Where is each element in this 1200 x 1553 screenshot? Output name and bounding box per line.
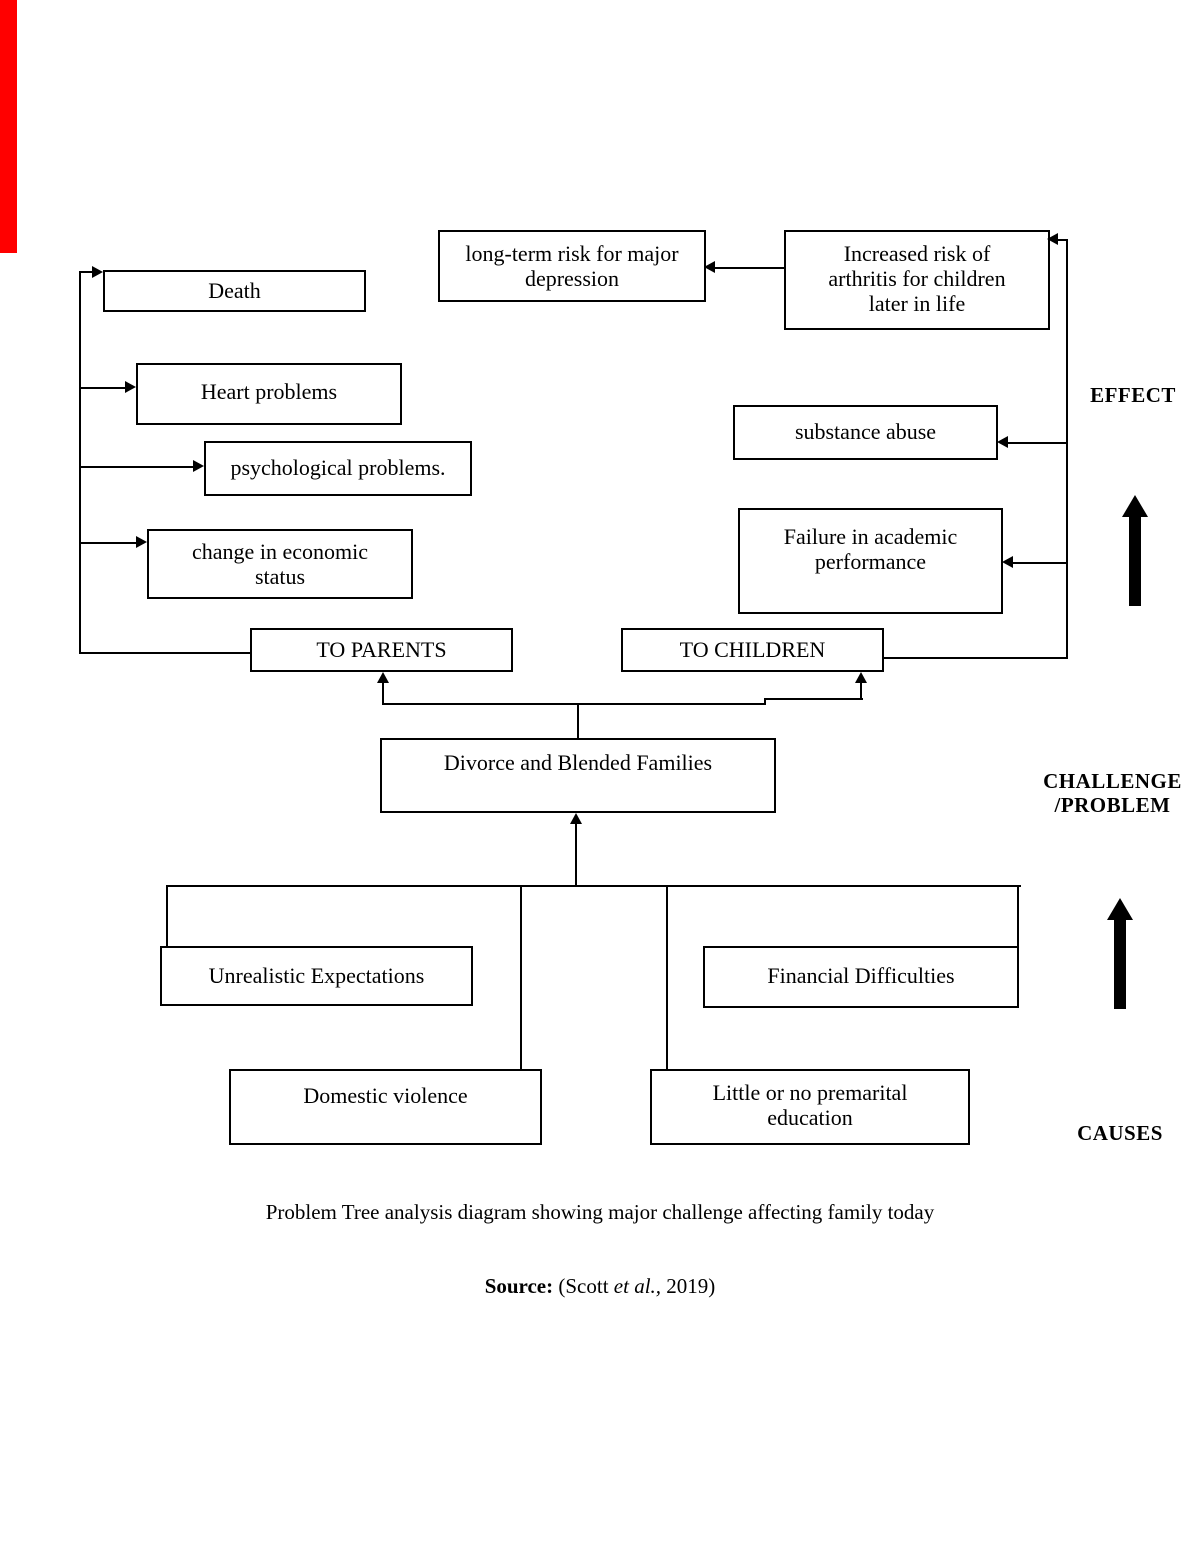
box-psychological-problems-label: psychological problems. [230, 455, 446, 480]
death-connector-line [79, 271, 92, 273]
box-change-economic-status-label: change in economic status [192, 539, 368, 589]
box-psychological-problems: psychological problems. [204, 441, 472, 496]
box-domestic-violence-label: Domestic violence [303, 1083, 468, 1108]
to-parents-stub-line [382, 682, 384, 705]
causes-right-line [1017, 885, 1019, 948]
challenge-label-line2: /PROBLEM [1054, 793, 1171, 817]
causes-mid-right-line [666, 885, 668, 1071]
red-accent-bar [0, 0, 17, 253]
box-heart-problems-label: Heart problems [200, 379, 338, 404]
box-change-economic-status: change in economic status [147, 529, 413, 599]
source-after-italic: 2019) [661, 1274, 716, 1298]
under-row-line-left [382, 703, 766, 705]
substance-connector-line [1008, 442, 1068, 444]
heart-connector-line [79, 387, 125, 389]
box-heart-problems: Heart problems [136, 363, 402, 425]
box-to-children: TO CHILDREN [621, 628, 884, 672]
challenge-label-line1: CHALLENGE [1043, 769, 1182, 793]
box-financial-difficulties-label: Financial Difficulties [767, 963, 955, 988]
box-financial-difficulties: Financial Difficulties [703, 946, 1019, 1008]
box-unrealistic-expectations: Unrealistic Expectations [160, 946, 473, 1006]
failure-arrowhead-icon [1002, 556, 1013, 568]
under-row-jog-line [764, 700, 766, 705]
box-arthritis-risk-label: Increased risk of arthritis for children… [828, 241, 1006, 316]
divorce-top-drop-line [577, 703, 579, 740]
box-premarital-education: Little or no premarital education [650, 1069, 970, 1145]
box-arthritis-risk: Increased risk of arthritis for children… [784, 230, 1050, 330]
depression-arrowhead-icon [704, 261, 715, 273]
effect-up-arrow-shaft [1129, 516, 1141, 606]
source-line: Source: (Scott et al., 2019) [0, 1274, 1200, 1299]
box-to-parents-label: TO PARENTS [316, 637, 447, 662]
box-unrealistic-expectations-label: Unrealistic Expectations [208, 963, 425, 988]
causes-up-arrow-shaft [1114, 919, 1126, 1009]
death-arrowhead-icon [92, 266, 103, 278]
econ-connector-line [79, 542, 136, 544]
causes-label: CAUSES [1077, 1121, 1163, 1145]
to-parents-arrowhead-icon [377, 672, 389, 683]
to-children-stub-line [860, 682, 862, 700]
box-premarital-education-label: Little or no premarital education [712, 1080, 908, 1130]
divorce-arrowhead-icon [570, 813, 582, 824]
box-longterm-depression-risk: long-term risk for major depression [438, 230, 706, 302]
causes-left-line [166, 885, 168, 948]
box-divorce-blended-families-label: Divorce and Blended Families [443, 750, 713, 775]
causes-up-arrow-icon [1107, 898, 1133, 920]
source-prefix: Source: [484, 1274, 554, 1298]
box-to-children-label: TO CHILDREN [679, 637, 826, 662]
substance-arrowhead-icon [997, 436, 1008, 448]
to-children-feed-line [884, 657, 1068, 659]
right-spine-line [1066, 239, 1068, 658]
box-academic-failure: Failure in academic performance [738, 508, 1003, 614]
box-divorce-blended-families: Divorce and Blended Families [380, 738, 776, 813]
effect-up-arrow-icon [1122, 495, 1148, 517]
box-domestic-violence: Domestic violence [229, 1069, 542, 1145]
causes-top-line [166, 885, 1021, 887]
econ-arrowhead-icon [136, 536, 147, 548]
challenge-problem-label: CHALLENGE /PROBLEM [1030, 769, 1195, 817]
to-children-arrowhead-icon [855, 672, 867, 683]
to-parents-feed-line [79, 652, 252, 654]
heart-arrowhead-icon [125, 381, 136, 393]
psych-arrowhead-icon [193, 460, 204, 472]
arthritis-arrowhead-icon [1047, 233, 1058, 245]
causes-to-divorce-line [575, 823, 577, 887]
arthritis-connector-line [1058, 239, 1068, 241]
failure-connector-line [1013, 562, 1068, 564]
box-substance-abuse-label: substance abuse [794, 419, 937, 444]
left-spine-line [79, 272, 81, 654]
box-death: Death [103, 270, 366, 312]
source-italic: et al., [613, 1274, 662, 1298]
under-row-line-right [764, 698, 863, 700]
box-death-label: Death [208, 278, 261, 303]
box-to-parents: TO PARENTS [250, 628, 513, 672]
psych-connector-line [79, 466, 193, 468]
effect-label: EFFECT [1090, 383, 1176, 407]
diagram-caption: Problem Tree analysis diagram showing ma… [265, 1200, 935, 1224]
arthritis-to-depression-line [715, 267, 784, 269]
box-substance-abuse: substance abuse [733, 405, 998, 460]
box-longterm-depression-risk-label: long-term risk for major depression [465, 241, 679, 291]
causes-mid-left-line [520, 885, 522, 1071]
source-before-italic: (Scott [553, 1274, 614, 1298]
box-academic-failure-label: Failure in academic performance [783, 524, 958, 574]
